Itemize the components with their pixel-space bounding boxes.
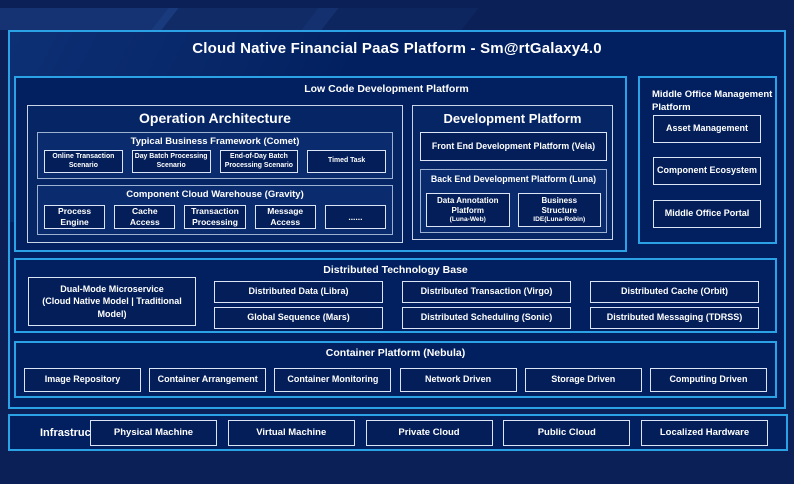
section-low-code-development-platform: Low Code Development Platform Operation … xyxy=(14,76,627,252)
box-line: Platform xyxy=(451,206,484,216)
decorative-stripe xyxy=(151,8,339,30)
panel-development-platform: Development Platform Front End Developme… xyxy=(412,105,613,240)
box-line: Data Annotation xyxy=(437,196,499,206)
group-title: Typical Business Framework (Comet) xyxy=(130,136,300,147)
section-label-line: Middle Office Management xyxy=(652,89,773,100)
decorative-stripe xyxy=(301,8,479,30)
box-business-structure-ide-luna-robin: Business Structure IDE(Luna-Robin) xyxy=(517,193,601,227)
section-label: Low Code Development Platform xyxy=(304,83,469,95)
group-typical-business-framework-comet: Typical Business Framework (Comet) Onlin… xyxy=(37,132,393,179)
group-component-cloud-warehouse-gravity: Component Cloud Warehouse (Gravity) Proc… xyxy=(37,185,393,235)
box-line: (Cloud Native Model | Traditional xyxy=(42,296,182,307)
box-physical-machine: Physical Machine xyxy=(90,419,217,446)
box-virtual-machine: Virtual Machine xyxy=(227,419,355,446)
section-container-platform-nebula: Container Platform (Nebula) Image Reposi… xyxy=(14,341,777,398)
box-distributed-transaction-virgo: Distributed Transaction (Virgo) xyxy=(402,281,571,303)
box-front-end-development-platform-vela: Front End Development Platform (Vela) xyxy=(420,132,607,161)
section-middle-office-management-platform: Middle Office Management Platform Asset … xyxy=(638,76,777,244)
box-distributed-data-libra: Distributed Data (Libra) xyxy=(214,281,383,303)
comet-items-row: Online Transaction Scenario Day Batch Pr… xyxy=(44,150,386,173)
box-data-annotation-platform-luna-web: Data Annotation Platform (Luna-Web) xyxy=(426,193,510,227)
section-infrastructure: Infrastructure Physical Machine Virtual … xyxy=(8,414,788,451)
box-end-of-day-batch-processing-scenario: End-of-Day Batch Processing Scenario xyxy=(219,150,299,173)
box-computing-driven: Computing Driven xyxy=(649,368,767,392)
container-items-row: Image Repository Container Arrangement C… xyxy=(24,368,767,392)
box-cache-access: Cache Access xyxy=(114,205,176,229)
section-distributed-technology-base: Distributed Technology Base Dual-Mode Mi… xyxy=(14,258,777,333)
main-panel: Cloud Native Financial PaaS Platform - S… xyxy=(8,30,786,409)
box-localized-hardware: Localized Hardware xyxy=(641,419,768,446)
box-subline: IDE(Luna-Robin) xyxy=(533,215,586,223)
group-back-end-development-platform-luna: Back End Development Platform (Luna) Dat… xyxy=(420,169,607,233)
box-public-cloud: Public Cloud xyxy=(503,419,631,446)
box-day-batch-processing-scenario: Day Batch Processing Scenario xyxy=(131,150,211,173)
section-label: Distributed Technology Base xyxy=(323,264,468,276)
gravity-items-row: Process Engine Cache Access Transaction … xyxy=(44,205,387,229)
decorative-stripe xyxy=(0,8,179,30)
box-global-sequence-mars: Global Sequence (Mars) xyxy=(214,307,383,329)
infrastructure-items-row: Physical Machine Virtual Machine Private… xyxy=(90,419,768,446)
back-end-items-row: Data Annotation Platform (Luna-Web) Busi… xyxy=(426,193,601,227)
box-distributed-cache-orbit: Distributed Cache (Orbit) xyxy=(590,281,759,303)
box-container-monitoring: Container Monitoring xyxy=(274,368,392,392)
panel-title: Development Platform xyxy=(443,111,582,126)
box-distributed-messaging-tdrss: Distributed Messaging (TDRSS) xyxy=(590,307,759,329)
box-transaction-processing: Transaction Processing xyxy=(184,205,246,229)
box-timed-task: Timed Task xyxy=(307,150,386,173)
box-ellipsis: ...... xyxy=(324,205,387,229)
panel-operation-architecture: Operation Architecture Typical Business … xyxy=(27,105,403,243)
group-title: Back End Development Platform (Luna) xyxy=(430,174,597,184)
box-asset-management: Asset Management xyxy=(653,115,761,143)
panel-title: Operation Architecture xyxy=(139,110,291,126)
box-subline: (Luna-Web) xyxy=(449,215,486,223)
box-dual-mode-microservice: Dual-Mode Microservice (Cloud Native Mod… xyxy=(28,277,196,326)
box-process-engine: Process Engine xyxy=(44,205,106,229)
box-private-cloud: Private Cloud xyxy=(365,419,493,446)
box-line: Dual-Mode Microservice xyxy=(60,284,164,295)
box-image-repository: Image Repository xyxy=(24,368,141,392)
box-component-ecosystem: Component Ecosystem xyxy=(653,157,761,185)
box-online-transaction-scenario: Online Transaction Scenario xyxy=(44,150,123,173)
box-message-access: Message Access xyxy=(254,205,316,229)
group-title: Component Cloud Warehouse (Gravity) xyxy=(126,189,304,200)
box-line: Business xyxy=(541,196,578,206)
box-network-driven: Network Driven xyxy=(399,368,517,392)
section-label: Container Platform (Nebula) xyxy=(325,347,466,359)
page-title: Cloud Native Financial PaaS Platform - S… xyxy=(192,40,602,57)
box-container-arrangement: Container Arrangement xyxy=(149,368,267,392)
box-line: Model) xyxy=(97,308,127,319)
box-middle-office-portal: Middle Office Portal xyxy=(653,200,761,228)
box-line: Structure xyxy=(541,206,578,216)
section-label-line: Platform xyxy=(652,102,691,114)
box-distributed-scheduling-sonic: Distributed Scheduling (Sonic) xyxy=(402,307,571,329)
section-label: Middle Office Management Platform xyxy=(640,78,775,115)
box-storage-driven: Storage Driven xyxy=(524,368,642,392)
